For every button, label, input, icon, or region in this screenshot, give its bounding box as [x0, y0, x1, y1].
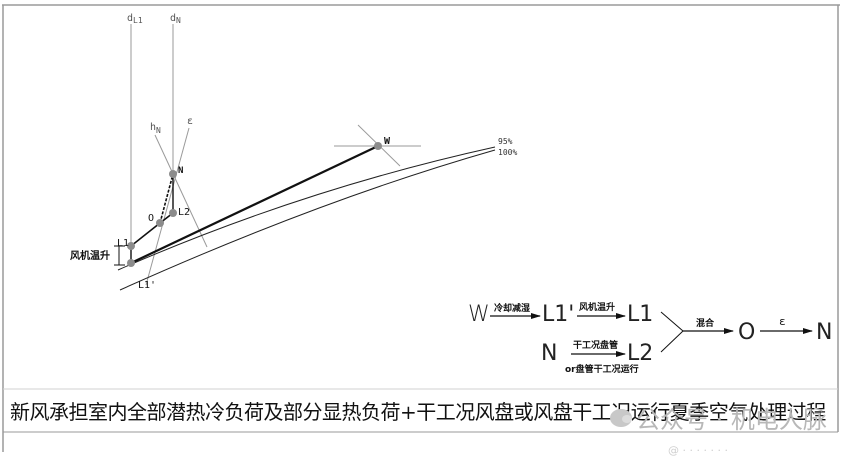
h-n-label: hN	[150, 122, 161, 135]
point-l2	[169, 209, 177, 217]
label-n: N	[178, 166, 183, 176]
fan-temp-rise-label: 风机温升	[70, 249, 110, 262]
wechat-icon	[610, 408, 632, 427]
label-l1prime: L1'	[138, 280, 156, 291]
watermark-text: 公众号 · 机电人脉	[636, 406, 827, 434]
label-o: O	[148, 213, 154, 224]
w-to-l1prime	[130, 145, 379, 264]
flow-w: W	[468, 302, 490, 327]
fan-temp-rise-dimension: 风机温升	[70, 245, 125, 266]
o-to-n	[159, 173, 174, 224]
epsilon-line	[145, 127, 190, 286]
flow-l1: L1	[627, 302, 653, 327]
rh-100-curve	[119, 149, 496, 291]
point-o	[156, 219, 164, 227]
flow-l2: L2	[627, 341, 653, 366]
point-l1prime	[127, 259, 135, 267]
n-aux-lines: hN ε	[145, 116, 208, 286]
process-lines	[130, 145, 379, 264]
d-n-label: dN	[170, 13, 181, 25]
rh-100-label: 100%	[498, 148, 517, 157]
epsilon-label: ε	[187, 116, 193, 127]
flow-l1prime: L1'	[542, 302, 574, 327]
point-l1	[127, 242, 135, 250]
moisture-lines: dL1 dN	[127, 13, 181, 246]
flow-dry-coil-sublabel: or盘管干工况运行	[565, 363, 639, 375]
h-n-line	[154, 134, 208, 248]
rh-95-curve	[117, 146, 496, 271]
point-w	[374, 142, 382, 150]
state-points: W N L2 O L1 L1'	[117, 136, 391, 291]
rh-95-label: 95%	[498, 137, 513, 146]
watermark: 公众号 · 机电人脉	[610, 400, 827, 435]
flow-final-n: N	[816, 320, 832, 345]
flow-cooling-label: 冷却减湿	[494, 302, 530, 314]
flow-o: O	[738, 320, 755, 345]
d-l1-label: dL1	[127, 13, 143, 25]
flow-epsilon-label: ε	[779, 315, 786, 328]
l1-to-o	[130, 222, 161, 247]
flow-mix-label: 混合	[696, 317, 715, 329]
process-flow: W 冷却减湿 L1' 风机温升 L1 N 干工况盘管 or盘管干工况运行 L2 …	[468, 301, 832, 375]
flow-n: N	[541, 341, 557, 366]
label-l1: L1	[117, 238, 129, 249]
label-l2: L2	[178, 207, 190, 218]
flow-dry-coil-label: 干工况盘管	[573, 339, 618, 351]
flow-fan-rise-label: 风机温升	[579, 301, 615, 313]
saturation-curves: 95% 100%	[117, 137, 517, 291]
label-w: W	[384, 136, 391, 147]
drawing-frame	[2, 4, 840, 452]
diagram-caption: 新风承担室内全部潜热冷负荷及部分显热负荷+干工况风盘或风盘干工况运行夏季空气处理…	[10, 400, 826, 424]
watermark-subtext: @ · · · · · · ·	[668, 444, 728, 457]
point-n	[169, 170, 177, 178]
